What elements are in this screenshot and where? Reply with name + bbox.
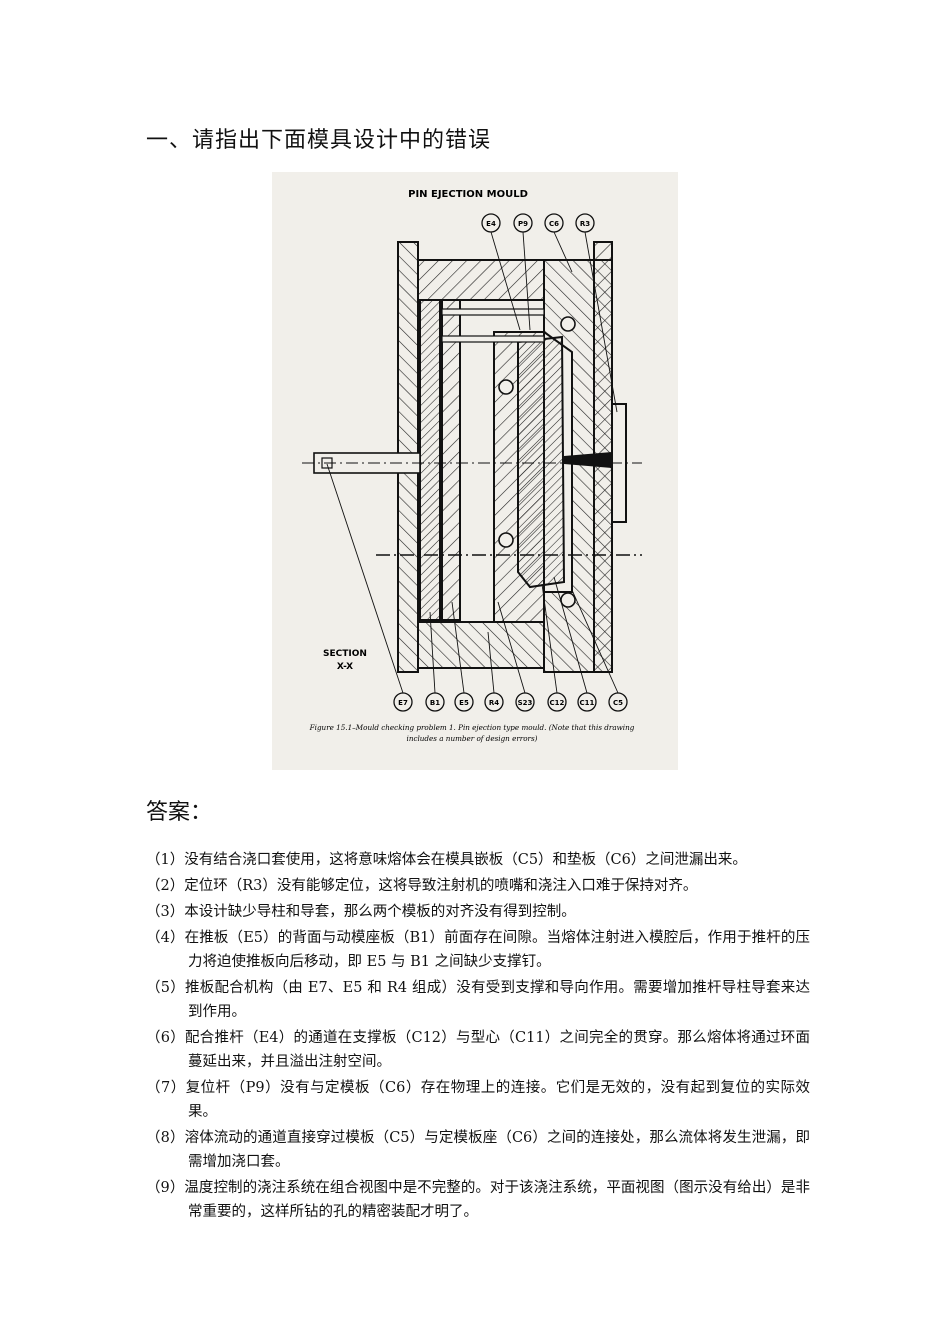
callout-s23: S23 bbox=[518, 699, 533, 707]
list-item: （3）本设计缺少导柱和导套，那么两个模板的对齐没有得到控制。 bbox=[146, 904, 576, 920]
list-item: （9）温度控制的浇注系统在组合视图中是不完整的。对于该浇注系统，平面视图（图示没… bbox=[146, 1180, 810, 1220]
callout-e4: E4 bbox=[486, 220, 496, 228]
list-item: （8）溶体流动的通道直接穿过模板（C5）与定模板座（C6）之间的连接处，那么流体… bbox=[146, 1130, 810, 1170]
figure-heading: PIN EJECTION MOULD bbox=[408, 189, 528, 200]
callout-e7: E7 bbox=[398, 699, 408, 707]
cooling-hole bbox=[560, 316, 576, 332]
callout-c11: C11 bbox=[580, 699, 595, 707]
callout-b1: B1 bbox=[430, 699, 440, 707]
ejector-pin bbox=[441, 308, 545, 316]
list-item: （2）定位环（R3）没有能够定位，这将导致注射机的喷嘴和浇注入口难于保持对齐。 bbox=[146, 878, 698, 894]
list-item: （1）没有结合浇口套使用，这将意味熔体会在模具嵌板（C5）和垫板（C6）之间泄漏… bbox=[146, 852, 747, 868]
callout-r4: R4 bbox=[489, 699, 499, 707]
answer-list: （1）没有结合浇口套使用，这将意味熔体会在模具嵌板（C5）和垫板（C6）之间泄漏… bbox=[146, 848, 810, 1226]
callout-c5: C5 bbox=[613, 699, 623, 707]
figure-caption: Figure 15.1–Mould checking problem 1. Pi… bbox=[309, 723, 635, 732]
top-spacer bbox=[417, 259, 545, 301]
answer-heading: 答案： bbox=[146, 800, 213, 825]
core-c11 bbox=[517, 335, 566, 589]
callout-p9: P9 bbox=[518, 220, 528, 228]
bottom-spacer bbox=[417, 621, 545, 669]
ejector-plate bbox=[419, 299, 441, 621]
cooling-hole bbox=[498, 532, 514, 548]
mould-drawing: PIN EJECTION MOULD bbox=[272, 172, 678, 770]
figure-caption: includes a number of design errors) bbox=[407, 734, 538, 743]
section-label: X-X bbox=[337, 662, 353, 672]
list-item: （6）配合推杆（E4）的通道在支撑板（C12）与型心（C11）之间完全的贯穿。那… bbox=[146, 1030, 810, 1070]
section-label: SECTION bbox=[323, 649, 367, 659]
page-title: 一、请指出下面模具设计中的错误 bbox=[146, 128, 492, 153]
cooling-hole bbox=[560, 592, 576, 608]
list-item: （7）复位杆（P9）没有与定模板（C6）存在物理上的连接。它们是无效的，没有起到… bbox=[146, 1080, 810, 1120]
callout-c6: C6 bbox=[549, 220, 559, 228]
callout-r3: R3 bbox=[580, 220, 590, 228]
callout-e5: E5 bbox=[459, 699, 469, 707]
callout-c12: C12 bbox=[550, 699, 565, 707]
sprue bbox=[564, 452, 612, 468]
list-item: （4）在推板（E5）的背面与动模座板（B1）前面存在间隙。当熔体注射进入模腔后，… bbox=[146, 930, 810, 970]
return-pin bbox=[441, 335, 545, 343]
ejector-retainer-plate bbox=[441, 299, 461, 621]
list-item: （5）推板配合机构（由 E7、E5 和 R4 组成）没有受到支撑和导向作用。需要… bbox=[146, 980, 810, 1020]
cooling-hole bbox=[498, 379, 514, 395]
